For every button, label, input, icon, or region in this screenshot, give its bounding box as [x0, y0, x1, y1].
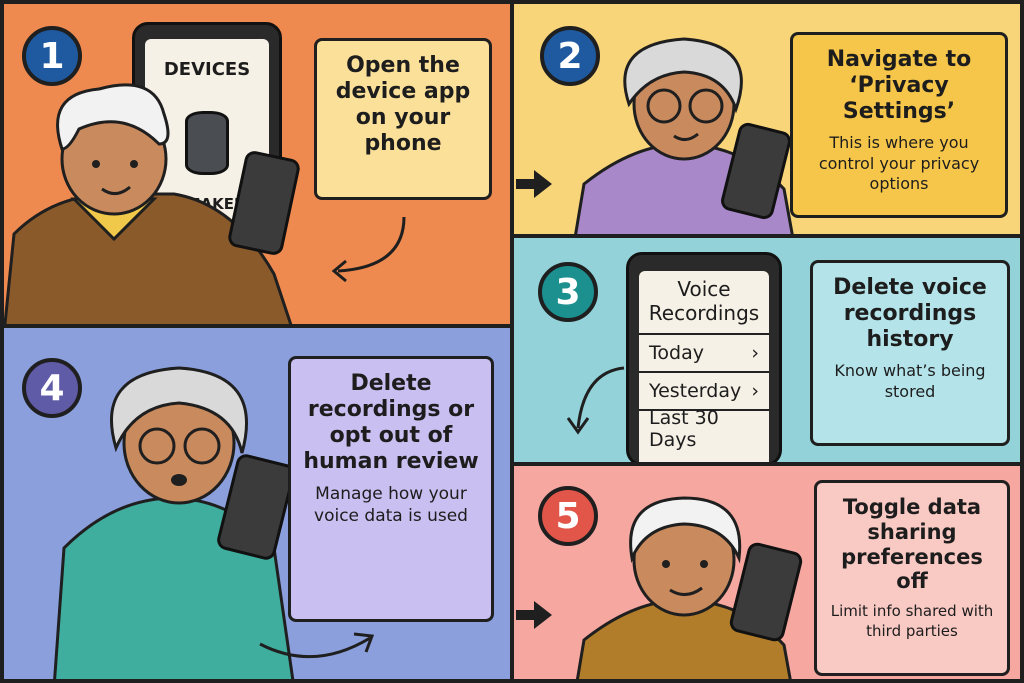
flow-arrow-icon	[534, 170, 552, 198]
recording-row-last-30-days[interactable]: Last 30 Days	[639, 407, 769, 451]
step-4-subtitle: Manage how your voice data is used	[314, 483, 468, 526]
recording-label: Today	[649, 342, 704, 364]
voice-recordings-phone: Voice Recordings Today › Yesterday › Las…	[626, 252, 782, 462]
curved-arrow-icon	[259, 632, 375, 659]
step-3-number-badge: 3	[538, 262, 598, 322]
step-1-card: Open the device app on your phone	[314, 38, 492, 200]
step-4-number-badge: 4	[22, 358, 82, 418]
step-2-subtitle: This is where you control your privacy o…	[818, 132, 980, 194]
recording-label: Last 30 Days	[649, 407, 719, 451]
step-4-card: Delete recordings or opt out of human re…	[288, 356, 494, 622]
step-5-panel: 5 Toggle data sharing preferences off Li…	[510, 462, 1024, 683]
step-2-panel: 2 Navigate to ‘Privacy Settings’ This is…	[510, 0, 1024, 238]
step-3-card: Delete voice recordings history Know wha…	[810, 260, 1010, 446]
voice-recordings-screen: Voice Recordings Today › Yesterday › Las…	[639, 271, 769, 462]
flow-arrow-stem	[516, 179, 536, 189]
step-3-panel: 3 Voice Recordings Today › Yesterday › L…	[510, 234, 1024, 466]
step-2-title: Navigate to ‘Privacy Settings’	[826, 47, 972, 124]
devices-header: DEVICES	[163, 59, 251, 80]
recording-row-yesterday[interactable]: Yesterday ›	[639, 371, 769, 409]
recording-label: Yesterday	[649, 380, 742, 402]
step-1-title: Open the device app on your phone	[335, 53, 471, 156]
step-5-subtitle: Limit info shared with third parties	[830, 602, 994, 640]
chevron-right-icon: ›	[751, 342, 759, 364]
step-5-title: Toggle data sharing preferences off	[841, 495, 983, 594]
step-5-card: Toggle data sharing preferences off Limi…	[814, 480, 1010, 676]
smart-speaker-icon	[185, 111, 229, 175]
recording-row-today[interactable]: Today ›	[639, 333, 769, 371]
step-4-title: Delete recordings or opt out of human re…	[303, 371, 479, 474]
flow-arrow-icon	[534, 601, 552, 629]
step-2-number-badge: 2	[540, 26, 600, 86]
curved-arrow-icon	[331, 216, 406, 283]
voice-recordings-header: Voice Recordings	[648, 277, 760, 325]
elderly-man-figure	[4, 83, 293, 324]
step-3-title: Delete voice recordings history	[833, 275, 987, 352]
step-1-panel: 1 DEVICES SPEAKER Open the device app on…	[0, 0, 514, 328]
step-5-number-badge: 5	[538, 486, 598, 546]
chevron-right-icon: ›	[751, 380, 759, 402]
step-2-card: Navigate to ‘Privacy Settings’ This is w…	[790, 32, 1008, 218]
step-3-subtitle: Know what’s being stored	[834, 360, 986, 401]
step-4-panel: 4 Delete recordings or opt out of human …	[0, 324, 514, 683]
curved-arrow-icon	[566, 366, 625, 435]
step-1-number-badge: 1	[22, 26, 82, 86]
flow-arrow-stem	[516, 610, 536, 620]
